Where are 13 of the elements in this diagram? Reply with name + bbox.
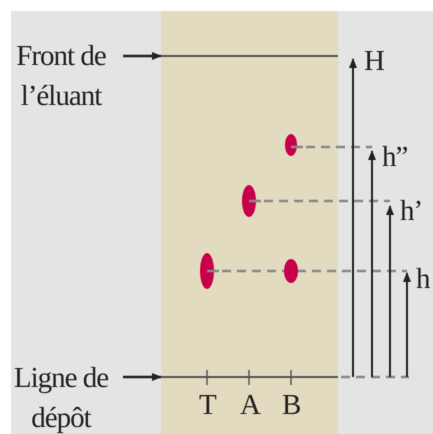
caption-text: Front de l’éluant [2, 36, 120, 116]
lane-label: T [199, 388, 216, 423]
arrow [123, 373, 162, 381]
dimension-label: h [416, 262, 430, 297]
dimension-label: h’ [400, 194, 422, 229]
deposit-line [161, 376, 338, 378]
front-line [161, 55, 338, 57]
dimension-label: h” [382, 140, 408, 175]
caption-text: Ligne de dépôt [2, 358, 120, 434]
dimension-label: H [364, 44, 384, 79]
lane-label: B [282, 388, 300, 423]
lane-label: A [240, 388, 260, 423]
arrow [123, 52, 162, 60]
